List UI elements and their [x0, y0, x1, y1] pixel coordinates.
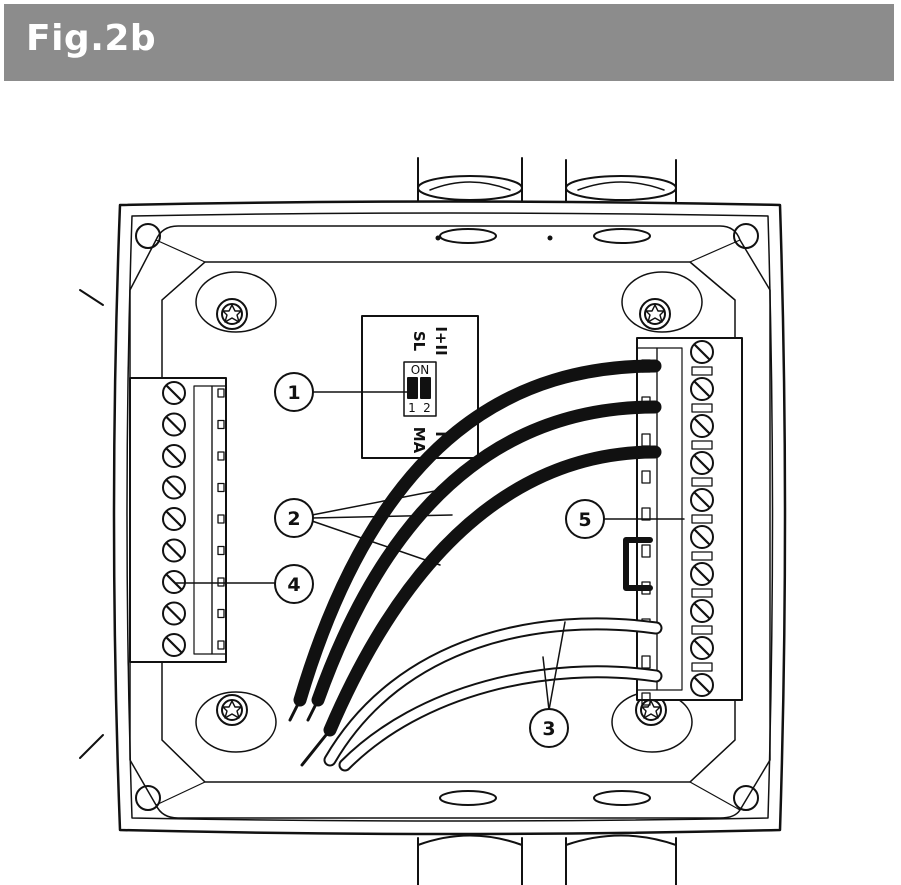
terminal-screw-left [162, 507, 186, 531]
slot-top-right [593, 228, 651, 244]
terminal-notch-left [217, 640, 225, 650]
bridge-bracket [623, 537, 653, 591]
mount-hole-tl [135, 223, 161, 249]
terminal-screw-right [690, 599, 714, 623]
callout-2: 2 [287, 508, 300, 530]
terminal-notch-right [691, 588, 713, 598]
slot-bottom-left [439, 790, 497, 806]
terminal-notch-left [217, 577, 225, 587]
terminal-notch-left [217, 514, 225, 524]
switch-label-sl: SL [410, 331, 428, 352]
edge-mark-top [79, 289, 104, 306]
mount-hole-bl [135, 785, 161, 811]
callout-circles [274, 372, 605, 748]
mount-hole-br [733, 785, 759, 811]
terminal-screw-left [162, 538, 186, 563]
terminal-notch-left [217, 451, 225, 461]
mount-hole-tr [733, 223, 759, 249]
terminal-screw-right [690, 636, 714, 660]
terminal-notch-right [691, 366, 713, 376]
terminal-screw-left [162, 444, 186, 468]
slot-top-left [439, 228, 497, 244]
callout-5: 5 [578, 509, 591, 531]
cable-gland-top-left [417, 157, 523, 206]
housing-inner [129, 225, 771, 819]
black-cable-cores [288, 698, 332, 767]
callout-4: 4 [287, 574, 300, 596]
terminal-screw-left [162, 633, 186, 657]
switch-label-ma: MA [410, 427, 428, 454]
housing-rim [126, 212, 774, 822]
corner-boss-tr [621, 271, 703, 333]
terminal-notch-left [217, 608, 225, 619]
figure-title: Fig.2b [26, 18, 157, 59]
torx-screw-tr [639, 298, 671, 330]
torx-screw-bl [216, 694, 248, 726]
terminal-screw-right [690, 377, 714, 401]
terminal-notch-right [691, 403, 713, 413]
torx-screw-tl [216, 298, 248, 330]
left-terminal-block [129, 377, 227, 663]
terminal-screw-left [162, 601, 186, 626]
terminal-screw-right [690, 673, 714, 697]
terminal-clamp-right [641, 692, 651, 706]
cable-gland-bottom-right [565, 834, 677, 885]
cable-gland-bottom-left [417, 834, 523, 885]
slot-bottom-right [593, 790, 651, 806]
terminal-notch-left [217, 482, 225, 493]
terminal-notch-right [691, 551, 713, 561]
switch-num-1: 1 [408, 401, 416, 415]
terminal-screw-right [690, 562, 714, 586]
terminal-screw-left [162, 412, 186, 437]
terminal-notch-right [691, 477, 713, 487]
edge-mark-bottom [79, 734, 104, 759]
terminal-screw-right [690, 340, 714, 364]
leader-lines [175, 391, 685, 711]
switch-label-on: ON [411, 363, 429, 377]
terminal-screw-right [690, 525, 714, 549]
black-cables [293, 359, 662, 737]
white-cables [323, 617, 663, 772]
terminal-clamp-right [641, 544, 651, 558]
switch-label-i-ii: I+II [432, 326, 450, 355]
terminal-notch-left [217, 545, 225, 556]
figure-header: Fig.2b [4, 4, 894, 81]
terminal-clamp-right [641, 655, 651, 669]
callout-3: 3 [542, 718, 555, 740]
cable-gland-top-right [565, 159, 677, 206]
terminal-notch-right [691, 662, 713, 672]
terminal-notch-left [217, 419, 225, 430]
right-terminal-block [636, 337, 743, 706]
terminal-clamp-right [641, 507, 651, 521]
callout-1: 1 [287, 382, 300, 404]
corner-boss-tl [195, 271, 277, 333]
switch-label-i: I [432, 431, 450, 437]
terminal-screw-left [162, 570, 186, 594]
switch-num-2: 2 [423, 401, 431, 415]
terminal-screw-left [162, 381, 186, 405]
corner-boss-bl [195, 691, 277, 753]
terminal-notch-left [217, 388, 225, 398]
terminal-clamp-right [641, 470, 651, 484]
terminal-notch-right [691, 440, 713, 450]
terminal-screw-right [690, 451, 714, 475]
terminal-screw-left [162, 475, 186, 500]
terminal-notch-right [691, 514, 713, 524]
terminal-screw-right [690, 488, 714, 512]
terminal-screw-right [690, 414, 714, 438]
terminal-notch-right [691, 625, 713, 635]
